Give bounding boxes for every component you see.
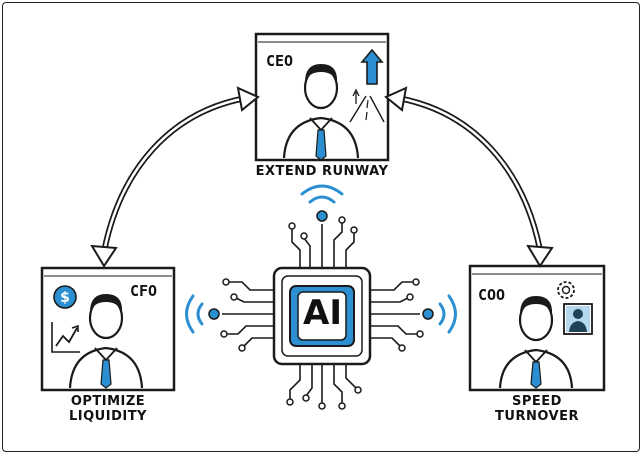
ai-chip: [208, 210, 434, 410]
gear-icon: [557, 281, 575, 299]
coo-label: COO: [478, 286, 506, 304]
arrow-ceo-coo: [384, 86, 554, 268]
cfo-caption-line2: LIQUIDITY: [69, 409, 147, 424]
ai-label: AI: [303, 293, 342, 333]
person-badge-icon: [563, 303, 593, 335]
cfo-avatar: [68, 294, 144, 389]
cfo-card: $: [40, 266, 176, 392]
coo-card: [468, 264, 606, 392]
cfo-label: CFO: [130, 282, 158, 300]
coo-caption-line1: SPEED: [512, 394, 562, 409]
cfo-caption: OPTIMIZE LIQUIDITY: [40, 394, 176, 424]
road-icon: [349, 88, 385, 123]
ceo-avatar: [282, 64, 360, 161]
ceo-caption: EXTEND RUNWAY: [246, 164, 398, 179]
ceo-caption-text: EXTEND RUNWAY: [255, 164, 389, 179]
growth-chart-icon: [51, 322, 80, 353]
wifi-signal-icon: [185, 184, 457, 334]
coo-caption-line2: TURNOVER: [495, 409, 579, 424]
dollar-icon: $: [53, 285, 77, 309]
cfo-caption-line1: OPTIMIZE: [70, 394, 146, 409]
diagram-frame: [2, 2, 640, 452]
ceo-label: CEO: [266, 52, 294, 70]
coo-caption: SPEED TURNOVER: [470, 394, 604, 424]
arrow-ceo-cfo: [90, 86, 260, 268]
ceo-card: [254, 32, 390, 162]
svg-text:$: $: [60, 290, 70, 306]
coo-avatar: [498, 296, 574, 389]
up-arrow-icon: [360, 48, 384, 85]
